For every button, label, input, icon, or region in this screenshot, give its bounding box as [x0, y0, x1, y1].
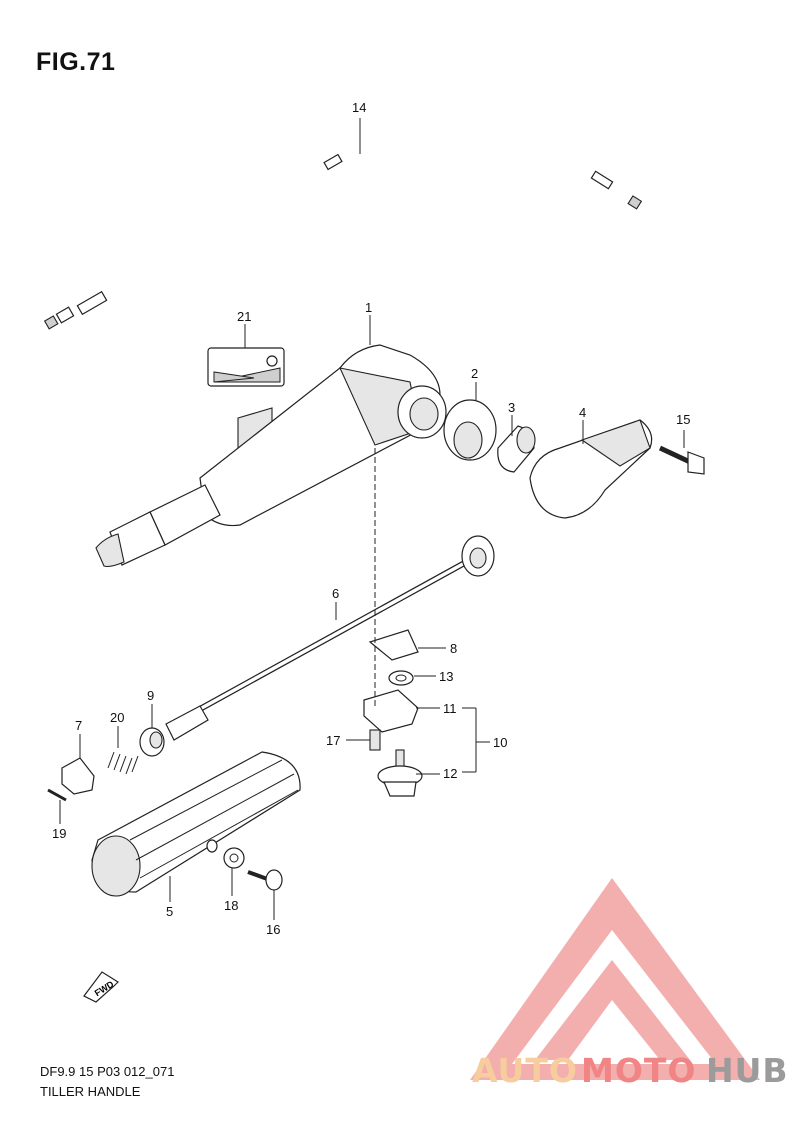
part-19-pin — [47, 788, 67, 802]
callout-19: 19 — [52, 826, 66, 841]
callout-3: 3 — [508, 400, 515, 415]
callout-16: 16 — [266, 922, 280, 937]
callout-7: 7 — [75, 718, 82, 733]
part-16-screw — [247, 869, 283, 891]
callout-10: 10 — [493, 735, 507, 750]
part-21-throttle-label — [207, 347, 285, 387]
part-3-collar — [497, 425, 536, 473]
part-15-bolt — [658, 445, 705, 475]
callouts: 14 1 21 2 3 4 15 6 8 13 11 10 12 17 7 20… — [52, 100, 690, 937]
fwd-arrow-icon: FWD — [83, 971, 119, 1003]
part-14-throttle-cable — [43, 122, 643, 330]
part-9-collar — [139, 727, 165, 757]
footer-name: TILLER HANDLE — [40, 1084, 141, 1099]
watermark-logo: AUTO MOTO HUB — [470, 878, 789, 1090]
callout-15: 15 — [676, 412, 690, 427]
callout-2: 2 — [471, 366, 478, 381]
watermark-text-moto: MOTO — [581, 1051, 696, 1090]
part-12-adjuster — [377, 749, 423, 797]
watermark-text-auto: AUTO — [472, 1051, 578, 1090]
part-18-lock-washer — [223, 847, 245, 869]
callout-9: 9 — [147, 688, 154, 703]
callout-13: 13 — [439, 669, 453, 684]
part-20-spring — [107, 751, 139, 775]
footer-code: DF9.9 15 P03 012_071 — [40, 1064, 175, 1079]
part-13-washer — [388, 670, 414, 686]
callout-5: 5 — [166, 904, 173, 919]
part-8-plate — [368, 629, 419, 661]
part-4-bracket — [529, 419, 653, 519]
callout-14: 14 — [352, 100, 366, 115]
part-7-stopper — [61, 757, 95, 795]
part-6-throttle-shaft — [165, 535, 495, 741]
callout-8: 8 — [450, 641, 457, 656]
callout-21: 21 — [237, 309, 251, 324]
part-2-bushing — [443, 399, 497, 461]
watermark-text-hub: HUB — [706, 1051, 789, 1090]
callout-20: 20 — [110, 710, 124, 725]
figure-title: FIG.71 — [36, 48, 116, 76]
callout-17: 17 — [326, 733, 340, 748]
callout-6: 6 — [332, 586, 339, 601]
callout-11: 11 — [443, 701, 457, 716]
leader-lines — [59, 118, 685, 920]
callout-4: 4 — [579, 405, 586, 420]
callout-1: 1 — [365, 300, 372, 315]
callout-18: 18 — [224, 898, 238, 913]
part-17-screw — [369, 729, 381, 751]
callout-12: 12 — [443, 766, 457, 781]
part-5-grip — [91, 751, 301, 897]
part-1-tiller-handle — [95, 344, 447, 568]
part-11-friction-block — [363, 689, 419, 733]
